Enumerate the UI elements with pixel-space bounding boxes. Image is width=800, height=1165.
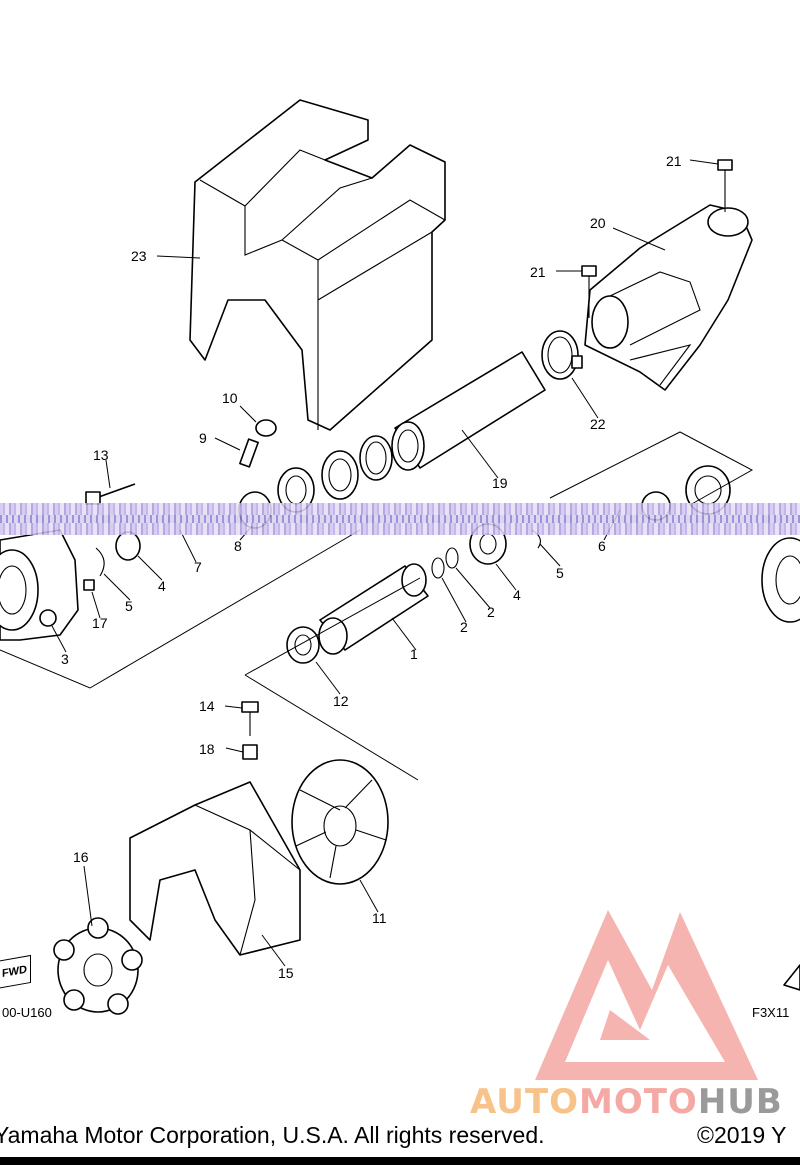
right-bearing-a [685, 465, 731, 515]
callout-18: 18 [199, 741, 215, 757]
callout-23: 23 [131, 248, 147, 264]
callout-12: 12 [333, 693, 349, 709]
part-22-clamp [541, 330, 583, 380]
hose-clamp [359, 435, 393, 481]
part-16-damper [53, 917, 143, 1015]
part-10-cap [255, 419, 277, 437]
part-4-ring-left [115, 531, 141, 561]
part-23-cover [189, 99, 446, 431]
callout-2a: 2 [460, 619, 468, 635]
callout-leaders [51, 159, 719, 967]
callout-17: 17 [92, 615, 108, 631]
callout-7: 7 [194, 559, 202, 575]
callout-5b: 5 [556, 565, 564, 581]
callout-11: 11 [372, 910, 387, 926]
automotohub-watermark-text: AUTOMOTOHUB [470, 1082, 783, 1122]
part-12-washer [286, 626, 320, 664]
callout-2b: 2 [487, 604, 495, 620]
callout-15: 15 [278, 965, 294, 981]
right-edge-arrow [783, 964, 800, 991]
part-11-impeller [291, 759, 389, 885]
callout-13: 13 [93, 447, 109, 463]
part-20-nozzle [584, 204, 753, 391]
part-17-pin [83, 579, 95, 591]
callout-10: 10 [222, 390, 238, 406]
callout-21a: 21 [666, 153, 682, 169]
part-1-shaft [318, 563, 429, 655]
part-5-ring-left [95, 547, 105, 577]
copyright-right: ©2019 Y [697, 1122, 787, 1148]
part-18-collar [242, 744, 258, 760]
part-21-bolt-top [717, 159, 733, 212]
part-3-housing [0, 529, 79, 641]
callout-20: 20 [590, 215, 606, 231]
part-2-oring-a [431, 557, 445, 579]
part-9-fitting [239, 438, 259, 468]
diagram-code-right: F3X11 [752, 1005, 790, 1020]
bottom-border [0, 1157, 800, 1165]
callout-19: 19 [492, 475, 508, 491]
callout-4b: 4 [513, 587, 521, 603]
part-15-cover [129, 781, 301, 956]
automotohub-logo [535, 910, 758, 1080]
watermark-hub: HUB [697, 1082, 783, 1122]
scan-artifact-band [0, 503, 800, 535]
part-14-bolt [241, 701, 259, 736]
callout-5a: 5 [125, 598, 133, 614]
callout-3: 3 [61, 651, 69, 667]
callout-4a: 4 [158, 578, 166, 594]
part-13-bolt [85, 483, 136, 505]
callout-8: 8 [234, 538, 242, 554]
callout-14: 14 [199, 698, 215, 714]
callout-labels: 1 2 2 3 4 4 5 5 6 7 8 9 10 11 12 13 14 1… [61, 153, 682, 981]
part-19-hose [391, 351, 546, 471]
watermark-moto: MOTO [578, 1082, 698, 1122]
callout-21b: 21 [530, 264, 546, 280]
assembly-outline [0, 431, 754, 781]
callout-22: 22 [590, 416, 606, 432]
right-housing [761, 537, 800, 623]
callout-16: 16 [73, 849, 89, 865]
callout-1: 1 [410, 646, 418, 662]
copyright-left: Yamaha Motor Corporation, U.S.A. All rig… [0, 1122, 545, 1148]
callout-6: 6 [598, 538, 606, 554]
watermark-auto: AUTO [470, 1082, 579, 1122]
callout-9: 9 [199, 430, 207, 446]
seal-ring-a [321, 450, 359, 500]
diagram-code-left: 00-U160 [2, 1005, 52, 1020]
part-2-oring-b [445, 547, 459, 569]
